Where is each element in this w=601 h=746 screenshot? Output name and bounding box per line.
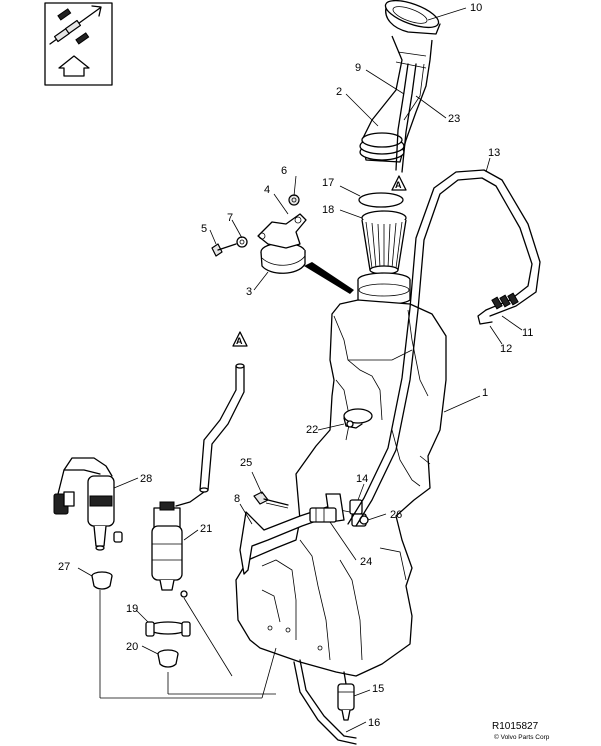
callout-13: 13 [488, 147, 500, 159]
filler-neck [359, 35, 433, 191]
callout-6: 6 [281, 165, 287, 177]
tank-bracket-clamp [211, 194, 307, 274]
hose-clip [491, 292, 519, 310]
washer-pump-21 [151, 501, 188, 598]
callout-4: 4 [264, 184, 270, 196]
pump-grommet-27 [91, 571, 113, 590]
callout-20: 20 [126, 641, 138, 653]
callout-11: 11 [522, 327, 533, 339]
strainer-filter [361, 210, 407, 275]
callout-27: 27 [58, 561, 70, 573]
callout-28: 28 [140, 473, 152, 485]
callout-26: 26 [390, 509, 402, 521]
up-arrow-icon [58, 55, 90, 77]
level-sensor [343, 408, 373, 429]
callout-8: 8 [234, 493, 240, 505]
callout-19: 19 [126, 603, 138, 615]
car-orientation-icon [49, 5, 102, 45]
pump-mount-leaders [99, 590, 277, 699]
callout-10: 10 [470, 2, 482, 14]
orientation-box [44, 2, 113, 86]
callout-25: 25 [240, 457, 252, 469]
callout-22: 22 [306, 424, 318, 436]
pump-hose [175, 331, 248, 507]
callout-2: 2 [336, 86, 342, 98]
pump-clamp-19 [145, 621, 191, 637]
callout-5: 5 [201, 223, 207, 235]
pump-grommet-20 [157, 649, 179, 668]
callout-18: 18 [322, 204, 334, 216]
assembly-pointer [304, 262, 354, 294]
reference-code: R1015827 [492, 721, 539, 732]
callout-16: 16 [368, 717, 380, 729]
callout-3: 3 [246, 286, 252, 298]
callout-9: 9 [355, 62, 361, 74]
washer-fluid-tank [235, 272, 447, 677]
callout-7: 7 [227, 212, 233, 224]
callout-15: 15 [372, 683, 384, 695]
washer-hose [347, 169, 541, 527]
callout-labels: 10 9 2 23 13 6 17 4 18 7 5 3 11 12 1 22 … [58, 2, 533, 729]
copyright-notice: © Volvo Parts Corp [494, 733, 550, 741]
callout-14: 14 [356, 473, 368, 485]
connection-marker-a-top: A [395, 180, 402, 190]
filler-cap [384, 0, 441, 35]
seal-ring [358, 192, 404, 208]
drain-filter [293, 659, 357, 745]
callout-leaders [77, 7, 523, 733]
callout-24: 24 [360, 556, 372, 568]
mount-bolt [253, 491, 289, 509]
callout-21: 21 [200, 523, 212, 535]
pump-connector-24 [309, 507, 337, 523]
callout-1: 1 [482, 387, 488, 399]
washer-pump-28 [53, 457, 123, 551]
callout-17: 17 [322, 177, 334, 189]
callout-23: 23 [448, 113, 460, 125]
connection-marker-a-left: A [236, 336, 243, 346]
callout-12: 12 [500, 343, 512, 355]
